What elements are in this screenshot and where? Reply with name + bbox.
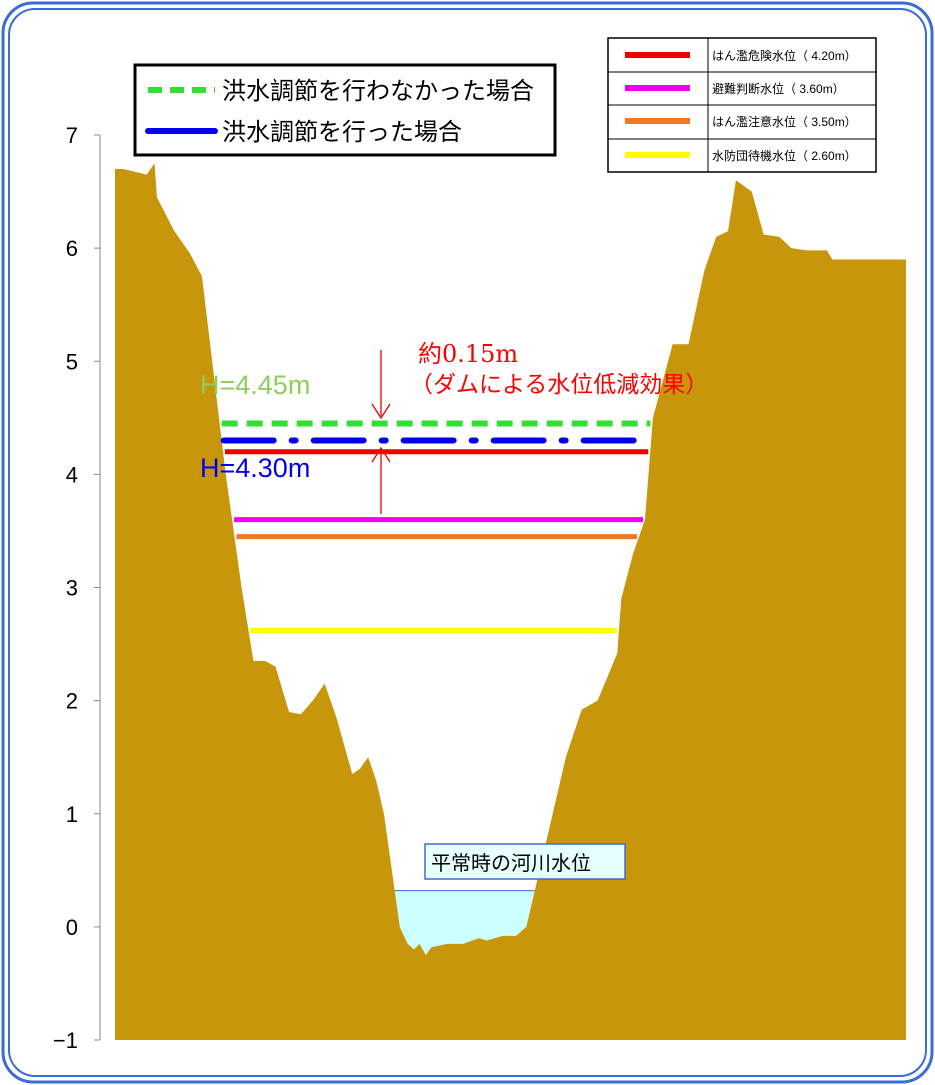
y-tick-label: 7 xyxy=(66,123,78,148)
y-tick-label: −1 xyxy=(53,1028,78,1053)
normal-water-label-box: 平常時の河川水位 xyxy=(424,843,626,880)
difference-arrows xyxy=(371,350,391,514)
label-h-with: H=4.30m xyxy=(200,453,310,483)
water-level-series xyxy=(220,420,653,444)
legend-label-standby: 水防団待機水位（ 2.60m） xyxy=(712,148,857,163)
legend-label-evacuation: 避難判断水位（ 3.60m） xyxy=(712,81,845,96)
y-tick-label: 0 xyxy=(66,915,78,940)
normal-water-label-bg xyxy=(424,843,626,880)
diff-annotation-desc: （ダムによる水位低減効果） xyxy=(410,372,708,398)
legend-scenarios-box xyxy=(133,63,557,157)
legend-label-with: 洪水調節を行った場合 xyxy=(222,119,462,146)
terrain-profile xyxy=(115,163,906,1040)
legend-thresholds: はん濫危険水位（ 4.20m） 避難判断水位（ 3.60m） はん濫注意水位（ … xyxy=(607,37,877,173)
legend-scenarios: 洪水調節を行わなかった場合 洪水調節を行った場合 xyxy=(133,63,557,157)
y-tick-label: 5 xyxy=(66,349,78,374)
legend-label-danger: はん濫危険水位（ 4.20m） xyxy=(712,48,857,63)
y-tick-label: 6 xyxy=(66,236,78,261)
y-tick-label: 4 xyxy=(66,462,78,487)
threshold-lines xyxy=(225,449,649,633)
normal-water-label: 平常時の河川水位 xyxy=(431,851,591,875)
y-axis: 7 6 5 4 3 2 1 0 −1 xyxy=(53,123,101,1053)
legend-label-caution: はん濫注意水位（ 3.50m） xyxy=(712,114,857,129)
arrow-top-head xyxy=(371,403,391,420)
diff-annotation-value: 約0.15m xyxy=(418,340,518,368)
arrow-bottom-head xyxy=(371,446,391,463)
y-tick-label: 1 xyxy=(66,802,78,827)
legend-label-without: 洪水調節を行わなかった場合 xyxy=(222,78,534,105)
inner-border xyxy=(8,8,927,1077)
riverbank-terrain xyxy=(115,163,906,1040)
y-tick-label: 3 xyxy=(66,576,78,601)
label-h-without: H=4.45m xyxy=(200,370,310,400)
y-tick-label: 2 xyxy=(66,689,78,714)
